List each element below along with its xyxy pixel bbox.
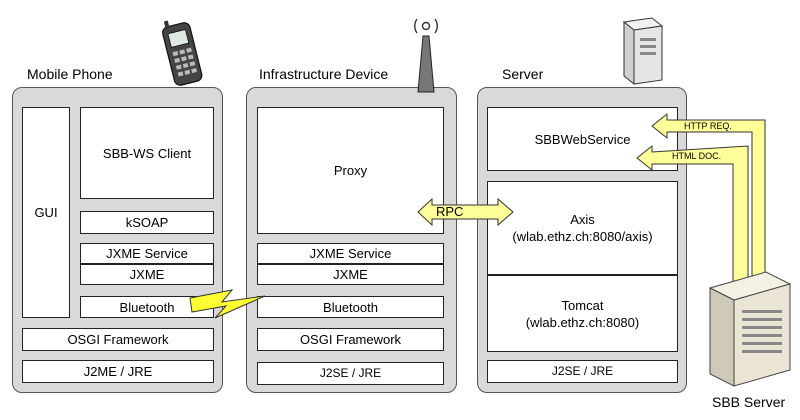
html-doc-label: HTML DOC. xyxy=(672,151,722,161)
ksoap-box: kSOAP xyxy=(80,211,214,234)
bluetooth-box: Bluetooth xyxy=(257,296,444,318)
lightning-icon xyxy=(189,289,266,319)
jxme-service-box: JXME Service xyxy=(257,243,444,264)
infrastructure-device-title: Infrastructure Device xyxy=(259,66,389,82)
j2se-jre-box: J2SE / JRE xyxy=(257,362,444,385)
gui-box: GUI xyxy=(22,107,70,318)
jxme-service-box: JXME Service xyxy=(80,243,214,264)
bluetooth-box: Bluetooth xyxy=(80,296,214,318)
antenna-icon xyxy=(414,18,438,93)
osgi-framework-box: OSGI Framework xyxy=(22,328,214,351)
http-request-label: HTTP REQ. xyxy=(684,121,732,131)
server-icon xyxy=(622,17,664,86)
sbb-server-label: SBB Server xyxy=(712,394,786,410)
rpc-label: RPC xyxy=(436,204,464,219)
mobile-phone-title: Mobile Phone xyxy=(27,66,113,82)
mobile-phone-icon xyxy=(162,20,203,86)
j2me-jre-box: J2ME / JRE xyxy=(22,360,214,383)
proxy-box: Proxy xyxy=(257,107,444,234)
rpc-arrow xyxy=(417,197,514,227)
server-title: Server xyxy=(502,66,544,82)
tomcat-box: Tomcat (wlab.ethz.ch:8080) xyxy=(487,275,678,352)
axis-box: Axis (wlab.ethz.ch:8080/axis) xyxy=(487,181,678,275)
sbb-server-tower-icon xyxy=(708,271,792,387)
sbb-ws-client-box: SBB-WS Client xyxy=(80,107,214,199)
jxme-box: JXME xyxy=(80,264,214,285)
jxme-box: JXME xyxy=(257,264,444,285)
j2se-jre-box: J2SE / JRE xyxy=(487,360,678,383)
osgi-framework-box: OSGI Framework xyxy=(257,328,444,351)
